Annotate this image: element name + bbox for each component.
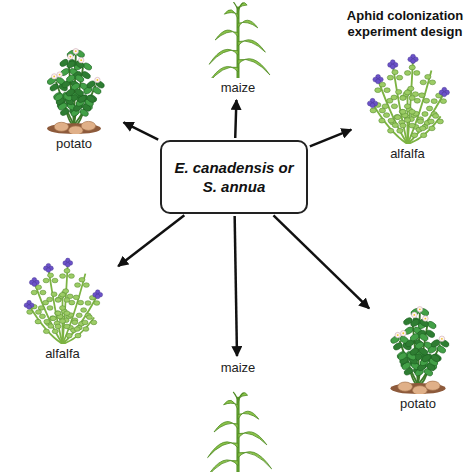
node-label: maize xyxy=(219,360,258,376)
host-plant: potato xyxy=(28,44,120,152)
host-plant: alfalfa xyxy=(355,52,460,162)
arrow-connector xyxy=(310,130,351,147)
plant-illustration xyxy=(28,44,120,134)
node-label: maize xyxy=(219,80,258,96)
plant-illustration xyxy=(198,378,278,472)
node-label: alfalfa xyxy=(388,146,427,162)
host-plant: maize xyxy=(198,2,278,96)
plant-illustration xyxy=(198,2,278,78)
treatment-box: E. canadensis or S. annua xyxy=(160,140,308,214)
node-label: E. canadensis or S. annua xyxy=(174,158,294,196)
arrow-connector xyxy=(235,100,236,138)
node-label: potato xyxy=(54,136,94,152)
host-plant: potato xyxy=(372,300,464,412)
arrow-connector xyxy=(118,215,184,266)
diagram-title: Aphid colonization experiment design xyxy=(340,8,470,40)
node-label: alfalfa xyxy=(43,346,82,362)
host-plant: alfalfa xyxy=(10,256,115,362)
plant-illustration xyxy=(10,256,115,344)
arrow-connector xyxy=(124,122,159,139)
arrow-connector xyxy=(235,216,237,356)
arrow-connector xyxy=(273,215,369,308)
plant-illustration xyxy=(355,52,460,144)
host-plant: maize xyxy=(198,360,278,472)
node-label: potato xyxy=(398,396,438,412)
plant-illustration xyxy=(372,300,464,394)
